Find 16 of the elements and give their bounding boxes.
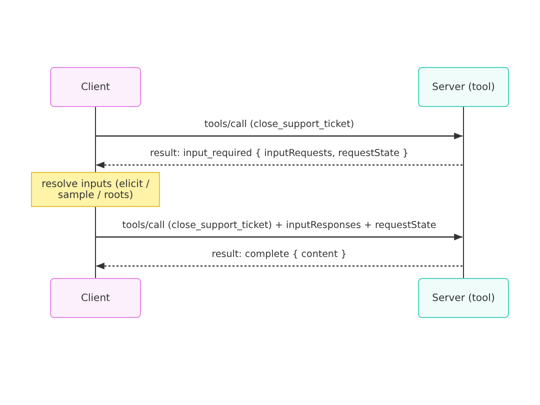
message-arrow xyxy=(96,132,462,140)
message-arrow xyxy=(96,234,462,240)
participant-box: Client xyxy=(50,278,141,318)
message-arrow xyxy=(96,162,462,168)
message-arrow xyxy=(96,262,462,270)
message-label: tools/call (close_support_ticket) + inputResponses + requestState xyxy=(120,220,438,231)
message-label: result: complete { content } xyxy=(210,249,349,260)
message-label: tools/call (close_support_ticket) xyxy=(202,119,356,130)
lifeline xyxy=(94,207,96,278)
participant-box: Server (tool) xyxy=(418,67,509,107)
message-label: result: input_required { inputRequests, requestState } xyxy=(148,148,410,159)
note-box: resolve inputs (elicit / sample / roots) xyxy=(31,172,160,207)
lifeline xyxy=(462,107,464,278)
participant-box: Server (tool) xyxy=(418,278,509,318)
participant-box: Client xyxy=(50,67,141,107)
lifeline xyxy=(94,107,96,172)
